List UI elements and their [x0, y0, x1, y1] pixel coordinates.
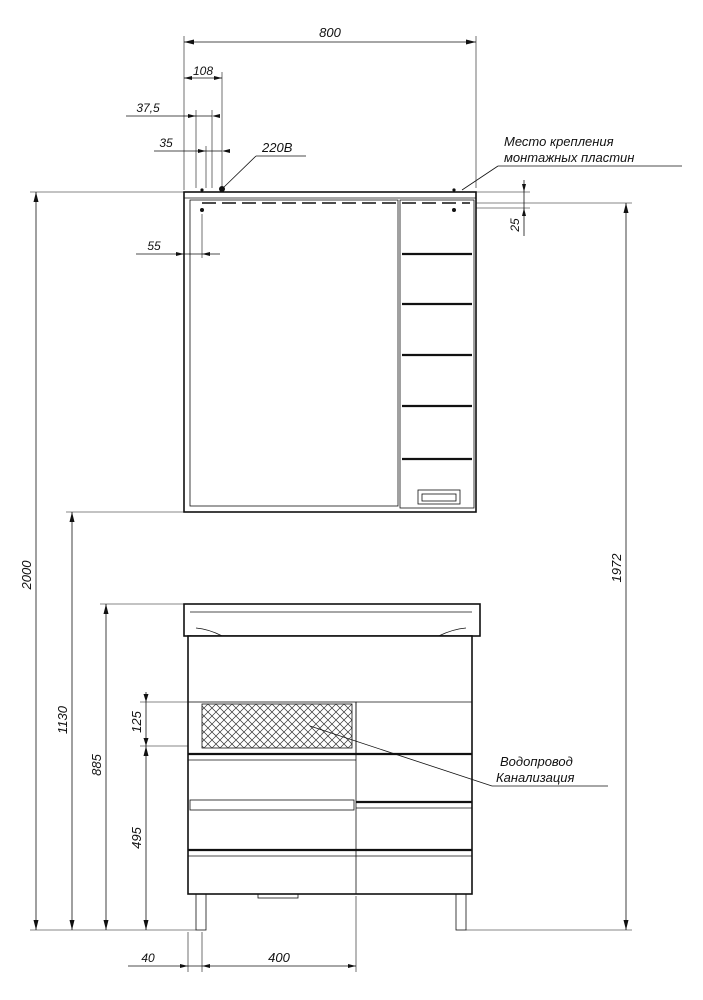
dim-400-label: 400	[268, 950, 290, 965]
mirror-cabinet	[183, 186, 477, 513]
vanity-unit	[183, 603, 481, 931]
mount-label-line1: Место крепления	[504, 134, 614, 149]
dimension-37-5: 37,5	[126, 101, 220, 188]
dim-40-label: 40	[141, 951, 155, 965]
dim-108-label: 108	[193, 64, 213, 78]
dim-495-label: 495	[129, 826, 144, 848]
dim-1130-label: 1130	[55, 705, 70, 734]
power-label-group: 220В	[221, 140, 306, 190]
dimension-1130: 1130	[55, 511, 184, 930]
dimension-885: 885	[89, 603, 184, 930]
mount-label-line2: монтажных пластин	[504, 150, 634, 165]
dimension-800: 800	[183, 25, 477, 190]
dim-125-label: 125	[129, 710, 144, 732]
dim-37-5-label: 37,5	[136, 101, 160, 115]
plumbing-label-line2: Канализация	[496, 770, 574, 785]
dimension-25: 25	[476, 180, 530, 236]
plumbing-label-group: Водопровод Канализация	[309, 725, 608, 787]
dim-25-label: 25	[508, 218, 522, 233]
dimension-bottom: 40 400	[128, 896, 357, 972]
dim-35-label: 35	[159, 136, 173, 150]
dimension-2000: 2000	[19, 191, 196, 931]
plumbing-label-line1: Водопровод	[500, 754, 573, 769]
mount-label-group: Место крепления монтажных пластин	[461, 134, 682, 191]
dim-885-label: 885	[89, 753, 104, 775]
dimension-35: 35	[154, 136, 230, 188]
dim-2000-label: 2000	[19, 560, 34, 591]
plumbing-zone	[201, 703, 353, 749]
dimension-1972: 1972	[466, 202, 632, 931]
dimension-495: 495	[129, 746, 149, 930]
dimension-55: 55	[136, 214, 220, 258]
dimension-108: 108	[184, 64, 223, 186]
power-label: 220В	[261, 140, 293, 155]
dim-55-label: 55	[147, 239, 161, 253]
dim-1972-label: 1972	[609, 553, 624, 583]
dim-800-label: 800	[319, 25, 341, 40]
dimension-125: 125	[129, 692, 188, 747]
